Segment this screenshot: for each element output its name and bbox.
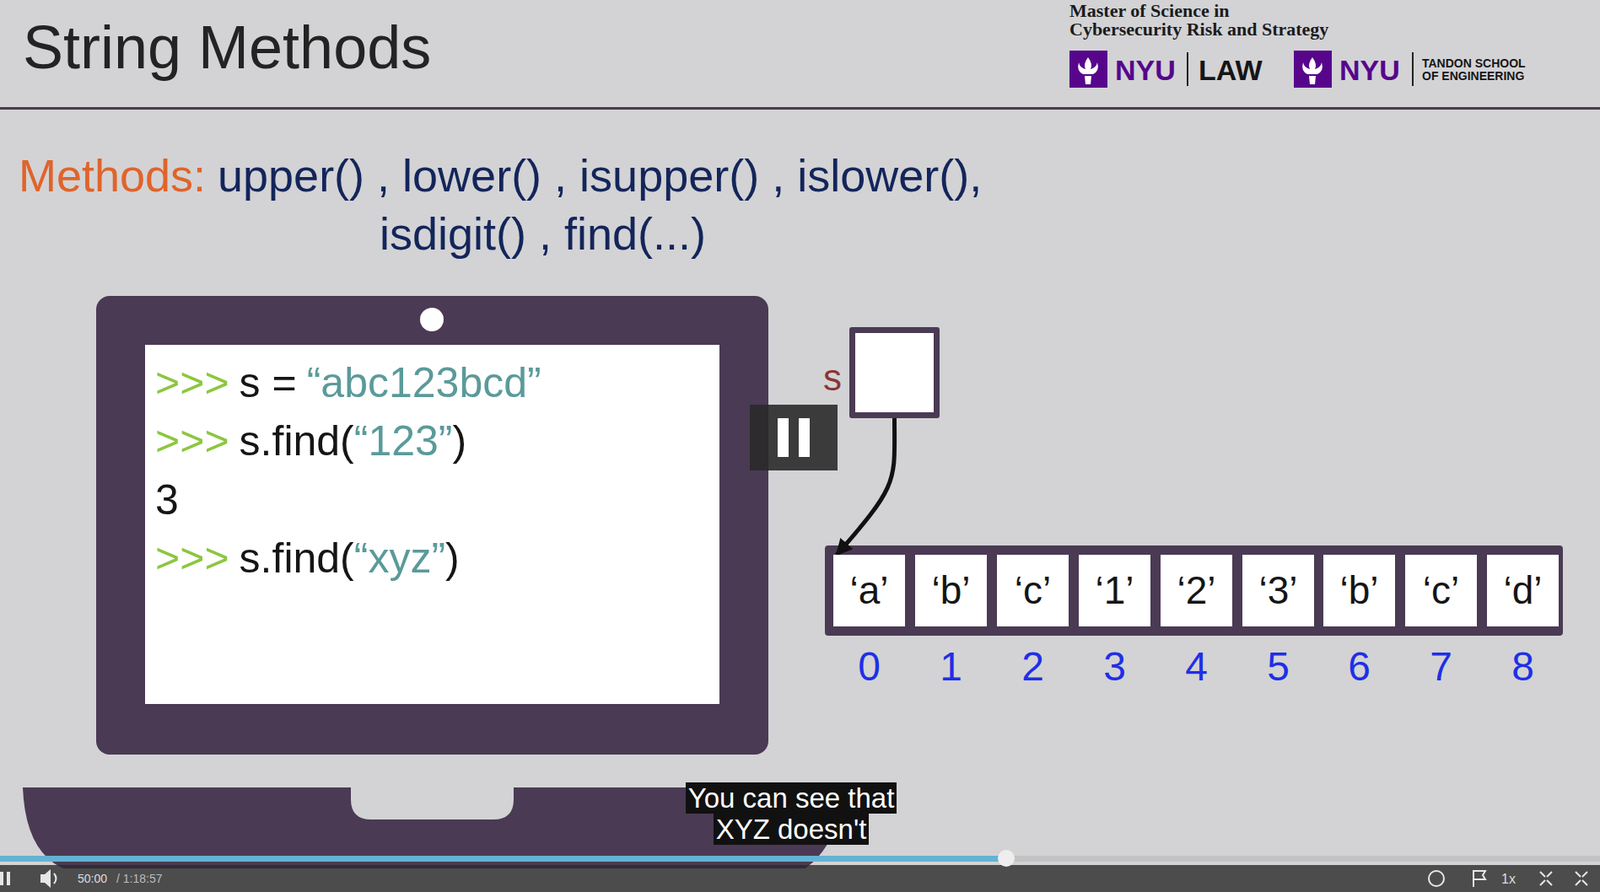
code-line: >>>s.find(“123”): [155, 417, 467, 465]
subtitle-box: You can see that XYZ doesn't: [676, 782, 906, 846]
slide-title: String Methods: [22, 11, 431, 83]
variable-box: s: [849, 327, 940, 419]
array-cell: ‘b’1: [915, 554, 987, 627]
variable-name: s: [823, 358, 842, 398]
array-cell: ‘c’7: [1405, 554, 1477, 627]
logo-text: NYU: [1115, 53, 1176, 88]
video-time: / 1:18:57: [116, 872, 163, 887]
code-text: s.find(: [239, 417, 355, 465]
code-line: >>>s.find(“xyz”): [155, 534, 460, 582]
cell-value: ‘b’: [915, 554, 987, 627]
playback-speed: 1x: [1501, 871, 1516, 888]
cell-value: ‘3’: [1242, 554, 1315, 627]
cell-value: ‘2’: [1160, 554, 1233, 627]
method-list: upper() , lower() , isupper() , islower(…: [217, 148, 982, 204]
method-list: isdigit() , find(...): [379, 206, 706, 262]
code-text: s.find(: [239, 534, 355, 582]
code-text: ): [452, 417, 468, 465]
code-prompt: >>>: [155, 359, 230, 407]
index-number: 5: [1233, 646, 1323, 688]
video-controls: [0, 850, 1600, 892]
program-name: Cybersecurity Risk and Strategy: [1069, 18, 1329, 41]
logo-text: LAW: [1198, 53, 1263, 88]
cell-value: ‘b’: [1323, 554, 1396, 627]
code-text: s =: [239, 359, 297, 407]
index-number: 1: [906, 646, 996, 688]
code-prompt: >>>: [155, 534, 230, 582]
logo-text: NYU: [1339, 53, 1401, 88]
index-number: 8: [1478, 646, 1568, 688]
pointer-arrow: [836, 418, 895, 555]
cell-value: ‘d’: [1486, 554, 1559, 627]
index-number: 7: [1396, 646, 1486, 688]
methods-heading: Methods:: [18, 148, 206, 204]
array-cell: ‘c’2: [996, 554, 1069, 627]
index-number: 6: [1314, 646, 1404, 688]
array-cell: ‘1’3: [1078, 554, 1151, 627]
code-string: “123”: [354, 417, 453, 465]
code-prompt: >>>: [155, 417, 230, 465]
index-number: 3: [1070, 646, 1159, 688]
cell-value: ‘1’: [1078, 554, 1151, 627]
code-string: “abc123bcd”: [307, 359, 542, 407]
array-cell: ‘d’8: [1486, 554, 1559, 627]
index-number: 4: [1152, 646, 1241, 688]
header-rule: [0, 107, 1600, 110]
index-number: 0: [824, 646, 914, 688]
subtitle-text: You can see that XYZ doesn't: [685, 782, 898, 846]
array-cell: ‘3’5: [1242, 554, 1315, 627]
code-line: >>>s =“abc123bcd”: [155, 359, 542, 407]
index-number: 2: [988, 646, 1078, 688]
logo-text: TANDON SCHOOL OF ENGINEERING: [1422, 57, 1534, 83]
video-time: 50:00: [77, 872, 108, 887]
code-line: 3: [155, 476, 179, 524]
array-cell: ‘a’0: [833, 554, 906, 627]
cell-value: ‘a’: [833, 554, 906, 627]
array-band: [824, 545, 1563, 636]
cell-value: ‘c’: [1405, 554, 1477, 627]
pause-overlay: [749, 404, 838, 471]
code-text: ): [445, 534, 460, 582]
code-text: 3: [155, 476, 179, 524]
array-cell: ‘b’6: [1323, 554, 1396, 627]
cell-value: ‘c’: [996, 554, 1069, 627]
nyu-logo: [1069, 50, 1414, 88]
code-string: “xyz”: [354, 534, 446, 582]
array-cell: ‘2’4: [1160, 554, 1233, 627]
